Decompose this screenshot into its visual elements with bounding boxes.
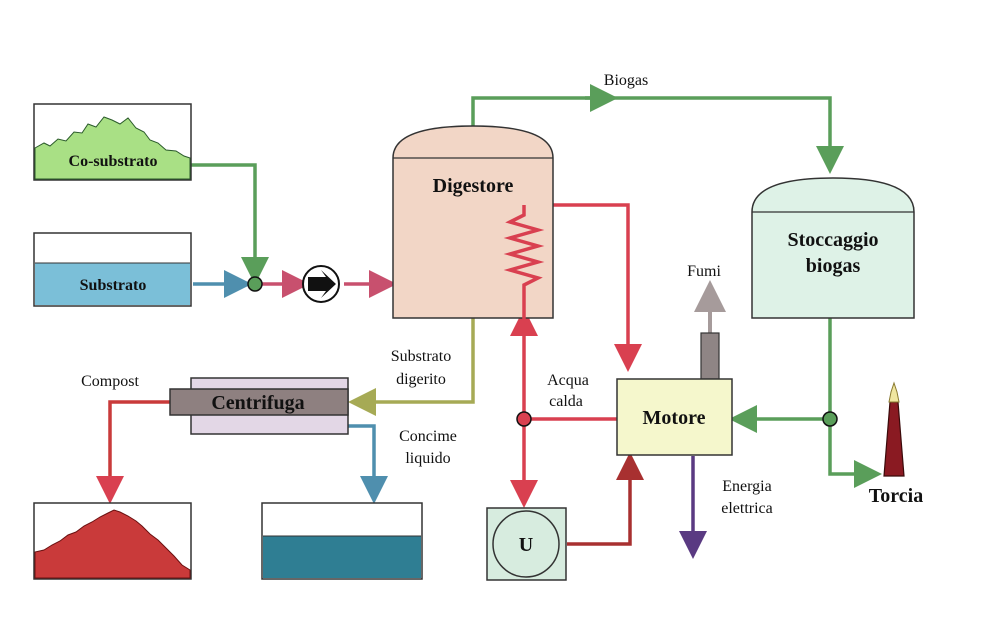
- concime-label-line1: Concime: [399, 428, 457, 445]
- stoccaggio-label-line1: Stoccaggio: [787, 229, 878, 251]
- u-unit: U: [486, 507, 567, 581]
- flow-digerito-to-centrifuga: [348, 318, 475, 416]
- centrifuga: Centrifuga: [169, 377, 349, 435]
- acqua-label-line1: Acqua: [547, 372, 589, 389]
- flow-u-to-motore: [567, 452, 644, 546]
- motore: Motore: [616, 332, 733, 456]
- centrifuga-label: Centrifuga: [211, 392, 304, 414]
- concime-tank: [261, 502, 423, 580]
- hot-water-junction: [516, 411, 532, 427]
- co-substrato-label: Co-substrato: [69, 153, 158, 170]
- mixing-junction: [247, 276, 263, 292]
- biogas-junction: [822, 411, 838, 427]
- chimney: [700, 332, 720, 380]
- flow-biogas-to-torcia: [828, 426, 882, 488]
- substrato-digerito-label-line2: digerito: [396, 371, 446, 388]
- flame-icon: [888, 381, 900, 403]
- flow-hot-water-out: [524, 203, 642, 372]
- energia-label-line1: Energia: [722, 478, 771, 495]
- pump-arrow-icon: [308, 270, 336, 298]
- compost-label: Compost: [81, 373, 139, 390]
- stoccaggio-label-line2: biogas: [806, 255, 861, 277]
- heating-coil-icon: [503, 205, 545, 322]
- torcia: Torcia: [869, 381, 923, 507]
- biogas-label: Biogas: [604, 72, 648, 89]
- flow-concime: [348, 424, 388, 504]
- pump: [302, 265, 340, 303]
- stoccaggio-biogas: Stoccaggio biogas: [751, 177, 915, 319]
- digestore-label: Digestore: [433, 175, 514, 197]
- co-substrato-tank: Co-substrato: [33, 103, 192, 181]
- compost-pile: [33, 502, 192, 580]
- energia-label-line2: elettrica: [721, 500, 773, 517]
- acqua-label-line2: calda: [549, 393, 583, 410]
- substrato-tank: Substrato: [33, 232, 192, 307]
- substrato-label: Substrato: [80, 277, 147, 294]
- flow-compost: [96, 400, 170, 504]
- flow-co-substrato-to-junction: [191, 163, 269, 285]
- torcia-label: Torcia: [869, 485, 923, 507]
- fumi-label: Fumi: [687, 263, 721, 280]
- digestore: Digestore: [392, 125, 554, 322]
- flow-biogas: [471, 96, 844, 174]
- u-label: U: [519, 534, 533, 556]
- substrato-digerito-label-line1: Substrato: [391, 348, 451, 365]
- concime-label-line2: liquido: [405, 450, 450, 467]
- motore-label: Motore: [643, 407, 706, 429]
